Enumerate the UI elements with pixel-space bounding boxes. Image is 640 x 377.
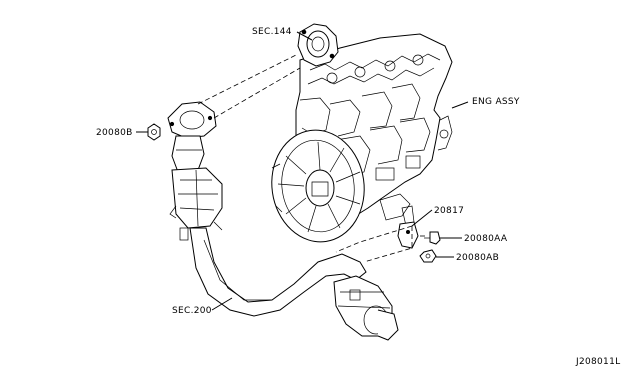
exhaust-pipe-sec200[interactable] bbox=[189, 227, 399, 341]
label-20080ab: 20080AB bbox=[456, 253, 499, 263]
assembly-guide-lines bbox=[197, 53, 428, 263]
label-20080b: 20080B bbox=[96, 128, 133, 138]
leader-lines bbox=[136, 31, 469, 311]
catalyst-converter[interactable] bbox=[167, 101, 223, 241]
bolt-20080aa[interactable] bbox=[424, 231, 441, 245]
label-20080aa: 20080AA bbox=[464, 234, 508, 244]
label-sec200: SEC.200 bbox=[172, 306, 212, 316]
flywheel-housing bbox=[271, 129, 365, 243]
nut-20080b[interactable] bbox=[147, 123, 161, 141]
diagram-id: J208011L bbox=[575, 357, 620, 367]
label-sec144: SEC.144 bbox=[252, 27, 292, 37]
nut-20080ab[interactable] bbox=[419, 249, 437, 263]
throttle-body-sec144[interactable] bbox=[297, 23, 339, 67]
label-20817: 20817 bbox=[434, 206, 464, 216]
label-eng-assy: ENG ASSY bbox=[472, 97, 520, 107]
bracket-20817[interactable] bbox=[397, 221, 419, 249]
